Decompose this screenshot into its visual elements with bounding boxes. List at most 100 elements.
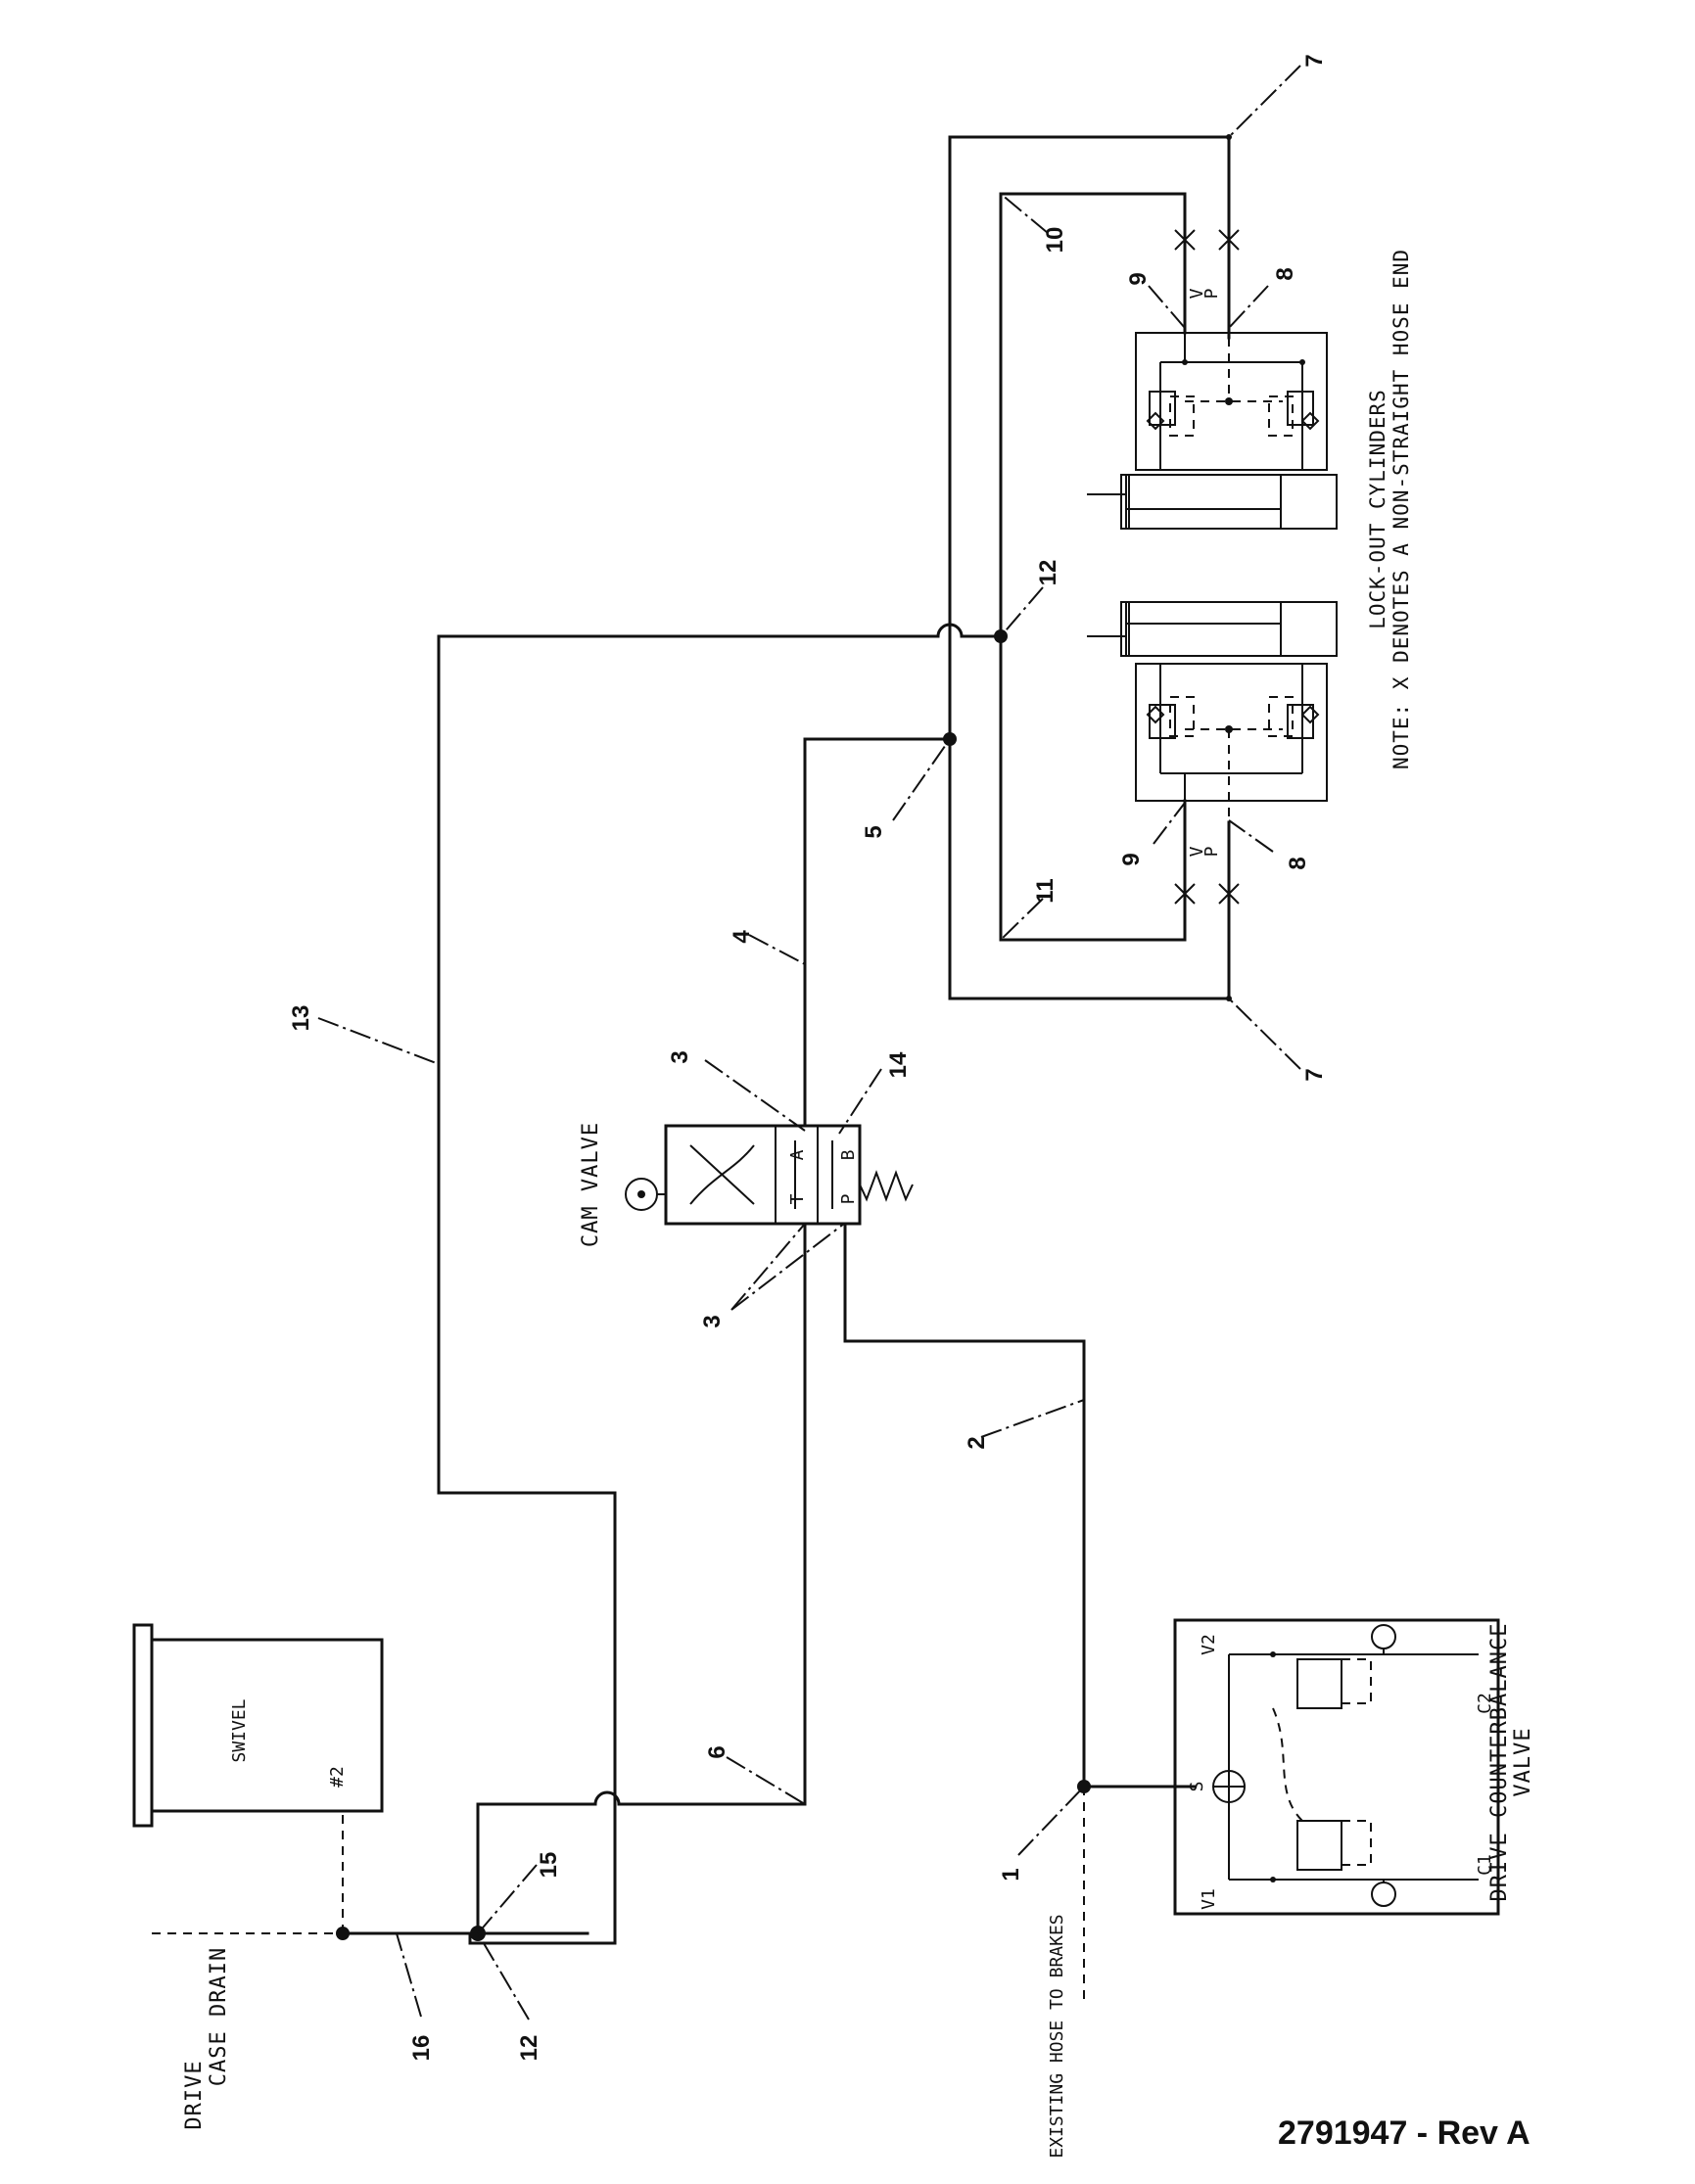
line-7-corner-top bbox=[1226, 134, 1232, 140]
check-icon-lower bbox=[1371, 1882, 1396, 1907]
line-7-corner-bottom bbox=[1226, 996, 1232, 1001]
callout-3: 3 bbox=[699, 1315, 726, 1327]
leader-14 bbox=[838, 1068, 882, 1135]
leader-3-top bbox=[704, 1059, 806, 1132]
x-mark bbox=[1218, 883, 1240, 905]
drive-case-drain-label-2: CASE DRAIN bbox=[207, 1947, 231, 2086]
port-p-upper: P bbox=[1201, 288, 1222, 299]
callout-4: 4 bbox=[729, 930, 755, 944]
note-text: NOTE: X DENOTES A NON-STRAIGHT HOSE END bbox=[1389, 249, 1413, 769]
port-a: A bbox=[787, 1149, 808, 1160]
tee-drain bbox=[336, 1927, 350, 1940]
check-valve-right bbox=[1287, 391, 1314, 426]
callout-15: 15 bbox=[536, 1852, 562, 1879]
cam-valve bbox=[625, 1124, 914, 1226]
leaders bbox=[317, 65, 1301, 2021]
callout-13: 13 bbox=[288, 1005, 314, 1032]
callout-8: 8 bbox=[1272, 267, 1298, 280]
port-c2: C2 bbox=[1475, 1693, 1495, 1714]
port-v2: V2 bbox=[1199, 1634, 1219, 1655]
lockout-cylinder-upper bbox=[1087, 332, 1338, 530]
port-v-lower: V bbox=[1187, 846, 1207, 857]
port-p: P bbox=[838, 1193, 859, 1204]
leader-15 bbox=[477, 1864, 538, 1934]
leader-9-top bbox=[1148, 285, 1186, 329]
leader-10 bbox=[1000, 193, 1049, 234]
leader-4 bbox=[748, 934, 806, 965]
swivel-flange bbox=[132, 1623, 154, 1828]
x-mark bbox=[1174, 883, 1196, 905]
callout-9: 9 bbox=[1125, 272, 1152, 285]
cam-valve-body bbox=[664, 1124, 862, 1226]
pilot-junction bbox=[1225, 725, 1233, 733]
junctions bbox=[336, 134, 1232, 1941]
x-mark bbox=[1218, 229, 1240, 251]
check-diamond-right bbox=[1300, 411, 1320, 431]
x-mark bbox=[1174, 229, 1196, 251]
hose-7-loop bbox=[948, 135, 1231, 1000]
leader-2 bbox=[980, 1399, 1085, 1438]
leader-7-bottom bbox=[1228, 998, 1301, 1070]
callouts: 7 10 9 8 12 5 9 8 11 4 7 13 3 14 3 2 6 1… bbox=[288, 54, 1328, 2061]
callout-3: 3 bbox=[667, 1050, 693, 1063]
leader-12-top bbox=[1000, 586, 1044, 637]
leader-1 bbox=[1017, 1786, 1085, 1856]
cam-roller-center bbox=[637, 1190, 645, 1198]
hose-2 bbox=[843, 1222, 1086, 1789]
cylinder-body bbox=[1125, 474, 1338, 530]
callout-7: 7 bbox=[1301, 1068, 1328, 1081]
callout-14: 14 bbox=[885, 1051, 912, 1078]
x-marks bbox=[1174, 229, 1240, 905]
leader-11 bbox=[1000, 898, 1044, 941]
component-labels: CAM VALVE SWIVEL DRIVE CASE DRAIN EXISTI… bbox=[182, 249, 1535, 2159]
leader-3-bottom-b bbox=[730, 1223, 845, 1311]
valve-circuit bbox=[1159, 361, 1303, 470]
check-diamond-left bbox=[1146, 411, 1165, 431]
callout-5: 5 bbox=[861, 825, 887, 838]
lockout-cylinders-label: LOCK-OUT CYLINDERS bbox=[1366, 389, 1389, 629]
callout-8: 8 bbox=[1285, 857, 1311, 869]
callout-2: 2 bbox=[964, 1436, 990, 1449]
tee-5 bbox=[943, 732, 957, 746]
check-valve-left bbox=[1149, 391, 1176, 426]
port-t: T bbox=[787, 1193, 808, 1204]
cylinder-valve-block bbox=[1135, 332, 1328, 471]
spring-icon bbox=[859, 1170, 914, 1202]
counterbalance-label-1: DRIVE COUNTERBALANCE bbox=[1487, 1623, 1512, 1902]
leader-13 bbox=[317, 1017, 440, 1065]
cb-valve-lower bbox=[1296, 1820, 1342, 1871]
counterbalance-body bbox=[1173, 1618, 1500, 1916]
port-p-lower: P bbox=[1201, 846, 1222, 857]
check-valve-right bbox=[1287, 704, 1314, 739]
cb-valve-upper bbox=[1296, 1658, 1342, 1709]
cam-valve-label: CAM VALVE bbox=[579, 1122, 603, 1247]
callout-9: 9 bbox=[1118, 853, 1145, 865]
port-v1: V1 bbox=[1199, 1888, 1219, 1910]
leader-9-bottom bbox=[1153, 802, 1186, 845]
cb-pilot-lower bbox=[1341, 1820, 1372, 1866]
leader-8-top bbox=[1228, 285, 1269, 329]
drive-case-drain-label-1: DRIVE bbox=[182, 2060, 207, 2129]
callout-7: 7 bbox=[1301, 54, 1328, 67]
swivel-label: SWIVEL bbox=[229, 1698, 250, 1762]
cb-junction bbox=[1270, 1651, 1276, 1657]
valve-junction bbox=[1299, 359, 1305, 365]
hose-4-5 bbox=[803, 737, 952, 1128]
hose-lines bbox=[152, 135, 1231, 2002]
pilot-crossover bbox=[1272, 1707, 1303, 1822]
leader-3-bottom-a bbox=[730, 1223, 806, 1311]
hose-6 bbox=[476, 1222, 807, 1935]
counterbalance-label-2: VALVE bbox=[1511, 1727, 1535, 1796]
check-diamond-left bbox=[1146, 705, 1165, 724]
callout-12: 12 bbox=[1035, 560, 1061, 586]
cylinder-cap bbox=[1120, 474, 1130, 530]
existing-hose-label: EXISTING HOSE TO BRAKES bbox=[1047, 1914, 1067, 2158]
cylinder-cap bbox=[1120, 601, 1130, 657]
port-v-upper: V bbox=[1187, 288, 1207, 299]
cb-pilot-upper bbox=[1341, 1658, 1372, 1704]
check-diamond-right bbox=[1300, 705, 1320, 724]
port-b: B bbox=[838, 1150, 859, 1161]
valve-junction bbox=[1182, 359, 1188, 365]
document-number: 2791947 - Rev A bbox=[1278, 2114, 1530, 2152]
leader-12-bottom bbox=[477, 1932, 530, 2021]
